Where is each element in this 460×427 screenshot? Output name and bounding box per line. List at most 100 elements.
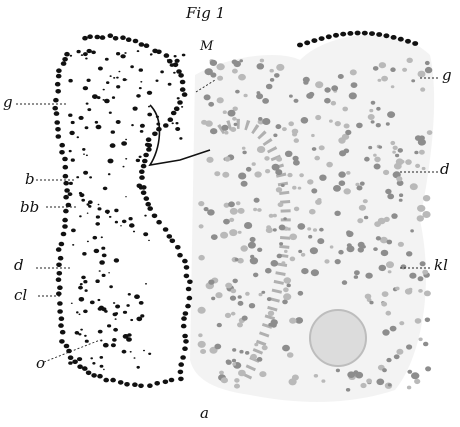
- tissue-cell-dot: [234, 123, 238, 126]
- tissue-cell-dot: [387, 194, 394, 200]
- tissue-cell-dot: [381, 250, 389, 256]
- interior-cell-dot: [134, 357, 136, 359]
- interior-cell-dot: [116, 77, 119, 79]
- interior-cell-dot: [133, 231, 135, 233]
- interior-cell-dot: [114, 209, 118, 213]
- tissue-cell-dot: [319, 175, 326, 181]
- tissue-cell-dot: [363, 199, 368, 203]
- tissue-cell-dot: [238, 295, 242, 299]
- rim-cell-dot: [59, 143, 65, 148]
- interior-cell-dot: [103, 369, 105, 370]
- interior-cell-dot: [124, 52, 126, 54]
- interior-cell-dot: [79, 116, 84, 120]
- tissue-cell-dot: [217, 323, 222, 327]
- tissue-cell-dot: [235, 258, 239, 261]
- interior-cell-dot: [110, 143, 116, 148]
- tissue-cell-dot: [206, 157, 213, 163]
- interior-cell-dot: [75, 331, 80, 335]
- tissue-cell-dot: [262, 98, 269, 104]
- tissue-cell-dot: [219, 371, 224, 375]
- tissue-cell-dot: [387, 240, 393, 245]
- tissue-cell-dot: [407, 386, 411, 390]
- interior-cell-dot: [175, 127, 180, 131]
- interior-cell-dot: [116, 85, 120, 88]
- tissue-cell-dot: [254, 198, 260, 203]
- interior-cell-dot: [116, 52, 120, 55]
- rim-cell-dot: [56, 291, 62, 296]
- rim-cell-dot: [180, 80, 186, 85]
- interior-cell-dot: [91, 51, 96, 55]
- tissue-cell-dot: [314, 374, 318, 378]
- tissue-cell-dot: [232, 363, 236, 366]
- rim-cell-dot: [141, 164, 147, 169]
- rim-cell-dot: [52, 106, 58, 111]
- tissue-cell-dot: [336, 369, 340, 373]
- interior-cell-dot: [81, 199, 85, 202]
- tissue-cell-dot: [356, 123, 363, 129]
- rim-cell-dot: [141, 190, 147, 195]
- interior-cell-dot: [82, 252, 86, 256]
- interior-cell-dot: [99, 270, 101, 272]
- rim-cell-dot: [108, 33, 114, 38]
- interior-cell-dot: [139, 301, 144, 305]
- tissue-cell-dot: [294, 138, 299, 143]
- interior-cell-dot: [99, 306, 104, 310]
- tissue-cell-dot: [276, 187, 282, 192]
- tissue-cell-dot: [383, 170, 389, 175]
- tissue-cell-dot: [270, 78, 274, 82]
- tissue-cell-dot: [418, 289, 423, 293]
- rim-cell-dot: [57, 301, 63, 306]
- interior-cell-dot: [68, 114, 72, 117]
- rim-cell-dot: [60, 330, 66, 335]
- rim-cell-dot: [154, 381, 160, 386]
- rim-cell-dot: [178, 362, 184, 367]
- interior-cell-dot: [156, 80, 159, 82]
- rim-cell-dot: [152, 132, 158, 137]
- interior-cell-dot: [77, 136, 79, 138]
- rim-cell-dot: [180, 355, 186, 360]
- tissue-cell-dot: [423, 342, 428, 347]
- rim-cell-dot: [170, 239, 176, 244]
- tissue-cell-dot: [257, 91, 261, 94]
- tissue-cell-dot: [423, 195, 430, 201]
- rim-cell-dot: [62, 57, 68, 62]
- rim-cell-dot: [147, 206, 153, 211]
- tissue-cell-dot: [310, 247, 318, 254]
- tissue-cell-dot: [382, 329, 389, 335]
- rim-cell-dot: [187, 296, 193, 301]
- tissue-cell-dot: [265, 268, 272, 274]
- tissue-cell-dot: [411, 372, 419, 379]
- tissue-cell-dot: [257, 357, 263, 362]
- tissue-cell-dot: [242, 151, 246, 155]
- tissue-cell-dot: [235, 90, 240, 94]
- tissue-cell-dot: [359, 205, 366, 211]
- interior-cell-dot: [79, 297, 85, 302]
- tissue-cell-dot: [266, 225, 271, 229]
- tissue-cell-dot: [283, 293, 291, 300]
- tissue-cell-dot: [373, 154, 377, 157]
- tissue-cell-dot: [273, 134, 277, 138]
- tissue-cell-dot: [409, 273, 416, 279]
- tissue-cell-dot: [252, 162, 256, 166]
- interior-cell-dot: [76, 176, 79, 178]
- tissue-cell-dot: [298, 187, 302, 190]
- interior-cell-dot: [79, 192, 82, 195]
- tissue-cell-dot: [354, 270, 360, 275]
- tissue-cell-dot: [373, 247, 378, 251]
- tissue-cell-dot: [407, 58, 413, 63]
- rim-cell-dot: [57, 271, 63, 276]
- tissue-cell-dot: [221, 377, 228, 383]
- right-rim-dot: [297, 43, 303, 48]
- tissue-cell-dot: [234, 378, 239, 383]
- tissue-cell-dot: [344, 124, 350, 129]
- tissue-cell-dot: [360, 383, 366, 388]
- tissue-cell-dot: [392, 151, 396, 154]
- rim-cell-dot: [61, 232, 67, 237]
- interior-cell-dot: [71, 158, 75, 161]
- interior-cell-dot: [103, 89, 105, 91]
- interior-cell-dot: [122, 220, 127, 224]
- interior-cell-dot: [123, 78, 127, 81]
- interior-cell-dot: [100, 356, 104, 359]
- tissue-cell-dot: [204, 207, 209, 211]
- rim-cell-dot: [182, 92, 188, 97]
